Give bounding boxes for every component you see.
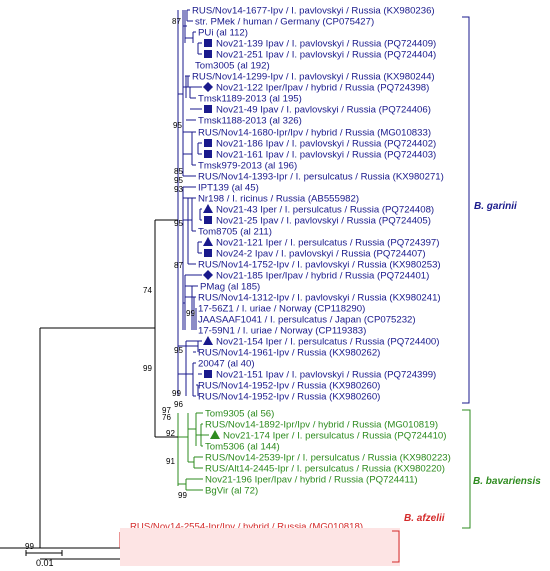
- scale-bar-label: 0.01: [36, 558, 54, 568]
- leaf-label: RUS/Nov14-1680-Ipr/Ipv / hybrid / Russia…: [198, 128, 431, 139]
- leaf-label: RUS/Nov14-1952-Ipv / Russia (KX980260): [198, 381, 380, 392]
- leaf-label: RUS/Nov14-1892-Ipr/Ipv / hybrid / Russia…: [205, 420, 438, 431]
- leaf-label: Tom5306 (al 144): [205, 442, 280, 453]
- leaf-label: Tmsk979-2013 (al 196): [198, 161, 297, 172]
- tree-branches: [0, 9, 209, 560]
- square-marker-icon: [204, 139, 212, 147]
- leaf-label: Nov21-121 Iper / I. persulcatus / Russia…: [216, 238, 439, 249]
- garinii-bracket: [462, 16, 470, 404]
- leaf-label: RUS/Nov14-1752-Ipv / I. pavlovskyi / Rus…: [198, 260, 441, 271]
- leaf-label: BgVir (al 72): [205, 486, 258, 497]
- leaf-label: PUi (al 112): [198, 28, 248, 39]
- leaf-label: IPT139 (al 45): [198, 183, 259, 194]
- leaf-label: Nov21-196 Iper/Ipav / hybrid / Russia (P…: [205, 475, 418, 486]
- square-marker-icon: [204, 370, 212, 378]
- bootstrap-value: 97: [162, 406, 171, 415]
- bootstrap-value: 95: [174, 176, 183, 185]
- bootstrap-value: 95: [174, 346, 183, 355]
- bootstrap-value: 99: [178, 491, 187, 500]
- leaf-label: RUS/Nov14-2554-Ipr/Ipv / hybrid / Russia…: [130, 522, 363, 533]
- leaf-label: Nov21-251 Ipav / I. pavlovskyi / Russia …: [216, 50, 436, 61]
- leaf-label: Tmsk1188-2013 (al 326): [198, 116, 302, 127]
- bootstrap-value: 74: [143, 286, 152, 295]
- triangle-marker-icon: [203, 336, 213, 345]
- bootstrap-value: 91: [166, 457, 175, 466]
- bootstrap-value: 95: [174, 219, 183, 228]
- leaf-label: 17-59N1 / I. uriae / Norway (CP119383): [198, 326, 366, 337]
- leaf-label: Nov21-25 Ipav / I. pavlovskyi / Russia (…: [216, 216, 431, 227]
- leaf-label: RUS/Nov14-1952-Ipv / Russia (KX980260): [198, 392, 380, 403]
- leaf-label: 17-56Z1 / I. uriae / Norway (CP118290): [198, 304, 365, 315]
- leaf-label: RUS/Nov14-1312-Ipv / I. pavlovskyi / Rus…: [198, 293, 441, 304]
- bootstrap-value: 99: [143, 364, 152, 373]
- leaf-label: PMag (al 185): [200, 282, 260, 293]
- leaf-label: str. PMek / human / Germany (CP075427): [195, 17, 374, 28]
- leaf-label: RUS/Nov14-1961-Ipv / Russia (KX980262): [198, 348, 380, 359]
- square-marker-icon: [204, 249, 212, 257]
- leaf-label: Tom8705 (al 211): [198, 227, 272, 238]
- leaf-label: RUS/Nov14-1677-Ipv / I. pavlovskyi / Rus…: [192, 6, 435, 17]
- garinii-clade-label: B. garinii: [474, 201, 517, 212]
- leaf-label: Nov21-122 Iper/Ipav / hybrid / Russia (P…: [216, 83, 429, 94]
- leaf-label: Nov24-2 Ipav / I. pavlovskyi / Russia (P…: [216, 249, 426, 260]
- bootstrap-value: 76: [162, 413, 171, 422]
- leaf-label: RUS/Nov14-1393-Ipr / I. persulcatus / Ru…: [198, 172, 444, 183]
- leaf-label: Nov21-161 Ipav / I. pavlovskyi / Russia …: [216, 150, 436, 161]
- leaf-label: RUS/Nov14-2539-Ipr / I. persulcatus / Ru…: [205, 453, 451, 464]
- bavariensis-bracket: [462, 409, 471, 529]
- diamond-marker-icon: [203, 270, 213, 280]
- leaf-label: 20047 (al 40): [198, 359, 255, 370]
- leaf-label: Nov21-151 Ipav / I. pavlovskyi / Russia …: [216, 370, 436, 381]
- bootstrap-value: 87: [174, 261, 183, 270]
- tip-markers: [203, 39, 220, 439]
- bootstrap-value: 93: [174, 185, 183, 194]
- leaf-label: Tom3005 (al 192): [195, 61, 270, 72]
- square-marker-icon: [204, 50, 212, 58]
- bootstrap-value: 99: [186, 309, 195, 318]
- bavariensis-clade-label: B. bavariensis: [473, 476, 541, 487]
- square-marker-icon: [204, 150, 212, 158]
- leaf-labels: RUS/Nov14-1677-Ipv / I. pavlovskyi / Rus…: [126, 6, 451, 566]
- leaf-label: Nov21-139 Ipav / I. pavlovskyi / Russia …: [216, 39, 436, 50]
- leaf-label: RUS/Nov14-1299-Ipv / I. pavlovskyi / Rus…: [192, 72, 435, 83]
- triangle-marker-icon: [203, 237, 213, 246]
- bootstrap-value: 96: [174, 400, 183, 409]
- afzelii-highlight-box: [120, 528, 400, 566]
- leaf-label: Nov21-49 Ipav / I. pavlovskyi / Russia (…: [216, 105, 431, 116]
- bootstrap-value: 99: [172, 389, 181, 398]
- square-marker-icon: [204, 39, 212, 47]
- leaf-label: Nov21-43 Iper / I. persulcatus / Russia …: [216, 205, 434, 216]
- triangle-marker-icon: [203, 204, 213, 213]
- leaf-label: Nov21-185 Iper/Ipav / hybrid / Russia (P…: [216, 271, 429, 282]
- leaf-label: Tom9305 (al 56): [205, 409, 274, 420]
- bootstrap-value: 95: [173, 121, 182, 130]
- scale-bar: 0.01: [25, 550, 63, 568]
- leaf-label: RUS/Alt14-2445-Ipr / I. persulcatus / Ru…: [205, 464, 445, 475]
- square-marker-icon: [204, 105, 212, 113]
- leaf-label: Tmsk1189-2013 (al 195): [198, 94, 302, 105]
- leaf-label: JAASAAF1041 / I. persulcatus / Japan (CP…: [198, 315, 416, 326]
- triangle-marker-icon: [210, 430, 220, 439]
- bootstrap-value: 92: [166, 429, 175, 438]
- afzelii-clade-label: B. afzelii: [404, 513, 445, 524]
- bootstrap-value: 85: [174, 167, 183, 176]
- leaf-label: Nov21-154 Iper / I. persulcatus / Russia…: [216, 337, 439, 348]
- leaf-label: Nov21-174 Iper / I. persulcatus / Russia…: [223, 431, 446, 442]
- bootstrap-value: 99: [25, 542, 34, 551]
- bootstrap-value: 87: [172, 17, 181, 26]
- square-marker-icon: [204, 216, 212, 224]
- afzelii-bracket: [392, 530, 400, 563]
- diamond-marker-icon: [203, 82, 213, 92]
- leaf-label: Nr198 / I. ricinus / Russia (AB555982): [198, 194, 359, 205]
- leaf-label: Nov21-186 Ipav / I. pavlovskyi / Russia …: [216, 139, 436, 150]
